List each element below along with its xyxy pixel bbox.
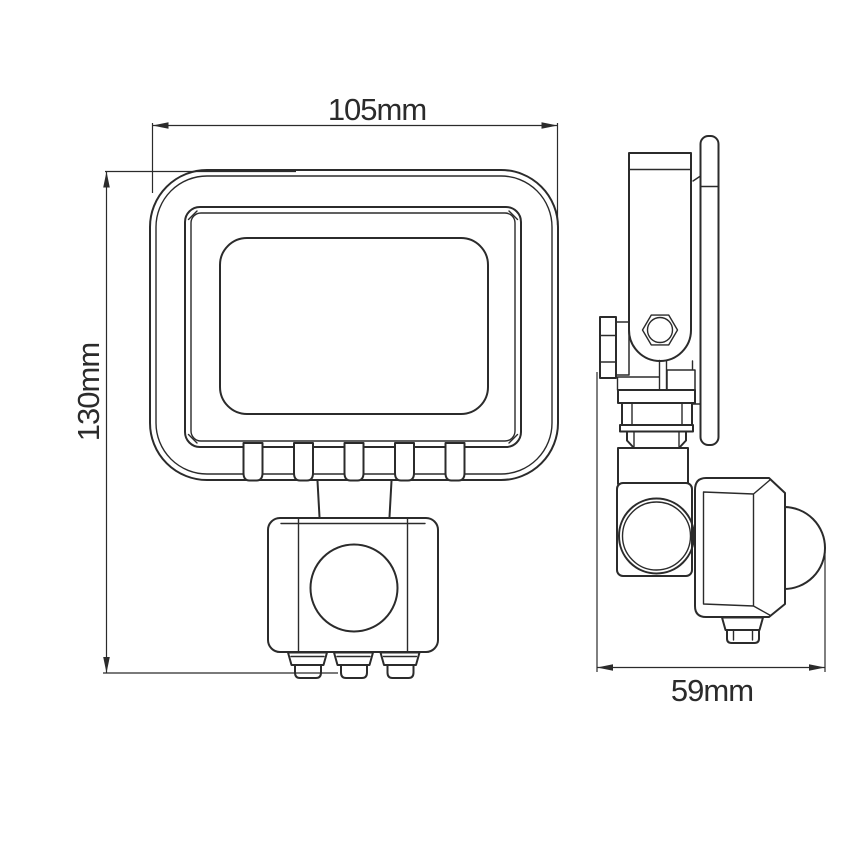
cable-gland [287,651,328,679]
pivot-bolt-circle [646,316,674,344]
cable-gland-side [721,616,764,644]
wall-mount-plate-lines [599,334,617,363]
height-extension-lines [103,170,338,674]
heatsink-tab [293,442,314,482]
heatsink-tab [444,442,466,482]
sensor-box-side-face-lines [702,478,772,617]
sensor-box-chamfer-lines [297,518,409,652]
depth-dimension-label: 59mm [671,673,753,708]
heatsink-tab [242,442,264,482]
depth-extension-lines [596,372,826,672]
wall-mount-connector [615,321,630,376]
pir-lens-circle [309,543,399,633]
dimension-width-105mm: 105mm [151,92,559,225]
dimension-depth-59mm: 59mm [596,372,826,708]
front-view [149,169,559,679]
depth-arrow-left [597,664,613,671]
dimension-height-130mm: 130mm [71,170,338,674]
bracket-panel-notch [692,175,702,182]
lamp-side-profile [699,135,720,446]
heatsink-tab [343,442,365,482]
width-extension-lines [151,123,559,225]
cable-gland [333,651,374,679]
sensor-box-side [694,477,786,618]
bezel-frame-inner [190,212,516,442]
mounting-bracket-arm [628,152,692,362]
heatsink-tab [394,442,415,482]
drawing-root: 105mm 130mm 59mm [71,92,826,708]
width-arrow-left [152,122,169,129]
swivel-neck-side [617,447,689,485]
housing-inner-outline [155,175,553,475]
joint-circle-outer [618,497,695,575]
width-arrow-right [541,122,558,129]
height-dimension-label: 130mm [71,343,106,441]
bracket-clamp-stack [616,369,696,449]
wall-mount-plate [599,316,617,379]
cable-gland [379,651,421,679]
dimensions: 105mm 130mm 59mm [71,92,826,708]
side-view [599,135,826,644]
height-arrow-bottom [103,657,110,673]
width-dimension-label: 105mm [328,92,426,127]
depth-arrow-right [809,664,825,671]
height-arrow-top [103,171,110,188]
pivot-bolt-hex [641,314,679,346]
housing-outer-outline [149,169,559,481]
bezel-corner-marks [187,210,519,444]
joint-circle-inner [621,501,692,571]
mounting-neck [316,480,393,518]
pivot-stem [658,359,668,391]
lens [219,237,489,415]
